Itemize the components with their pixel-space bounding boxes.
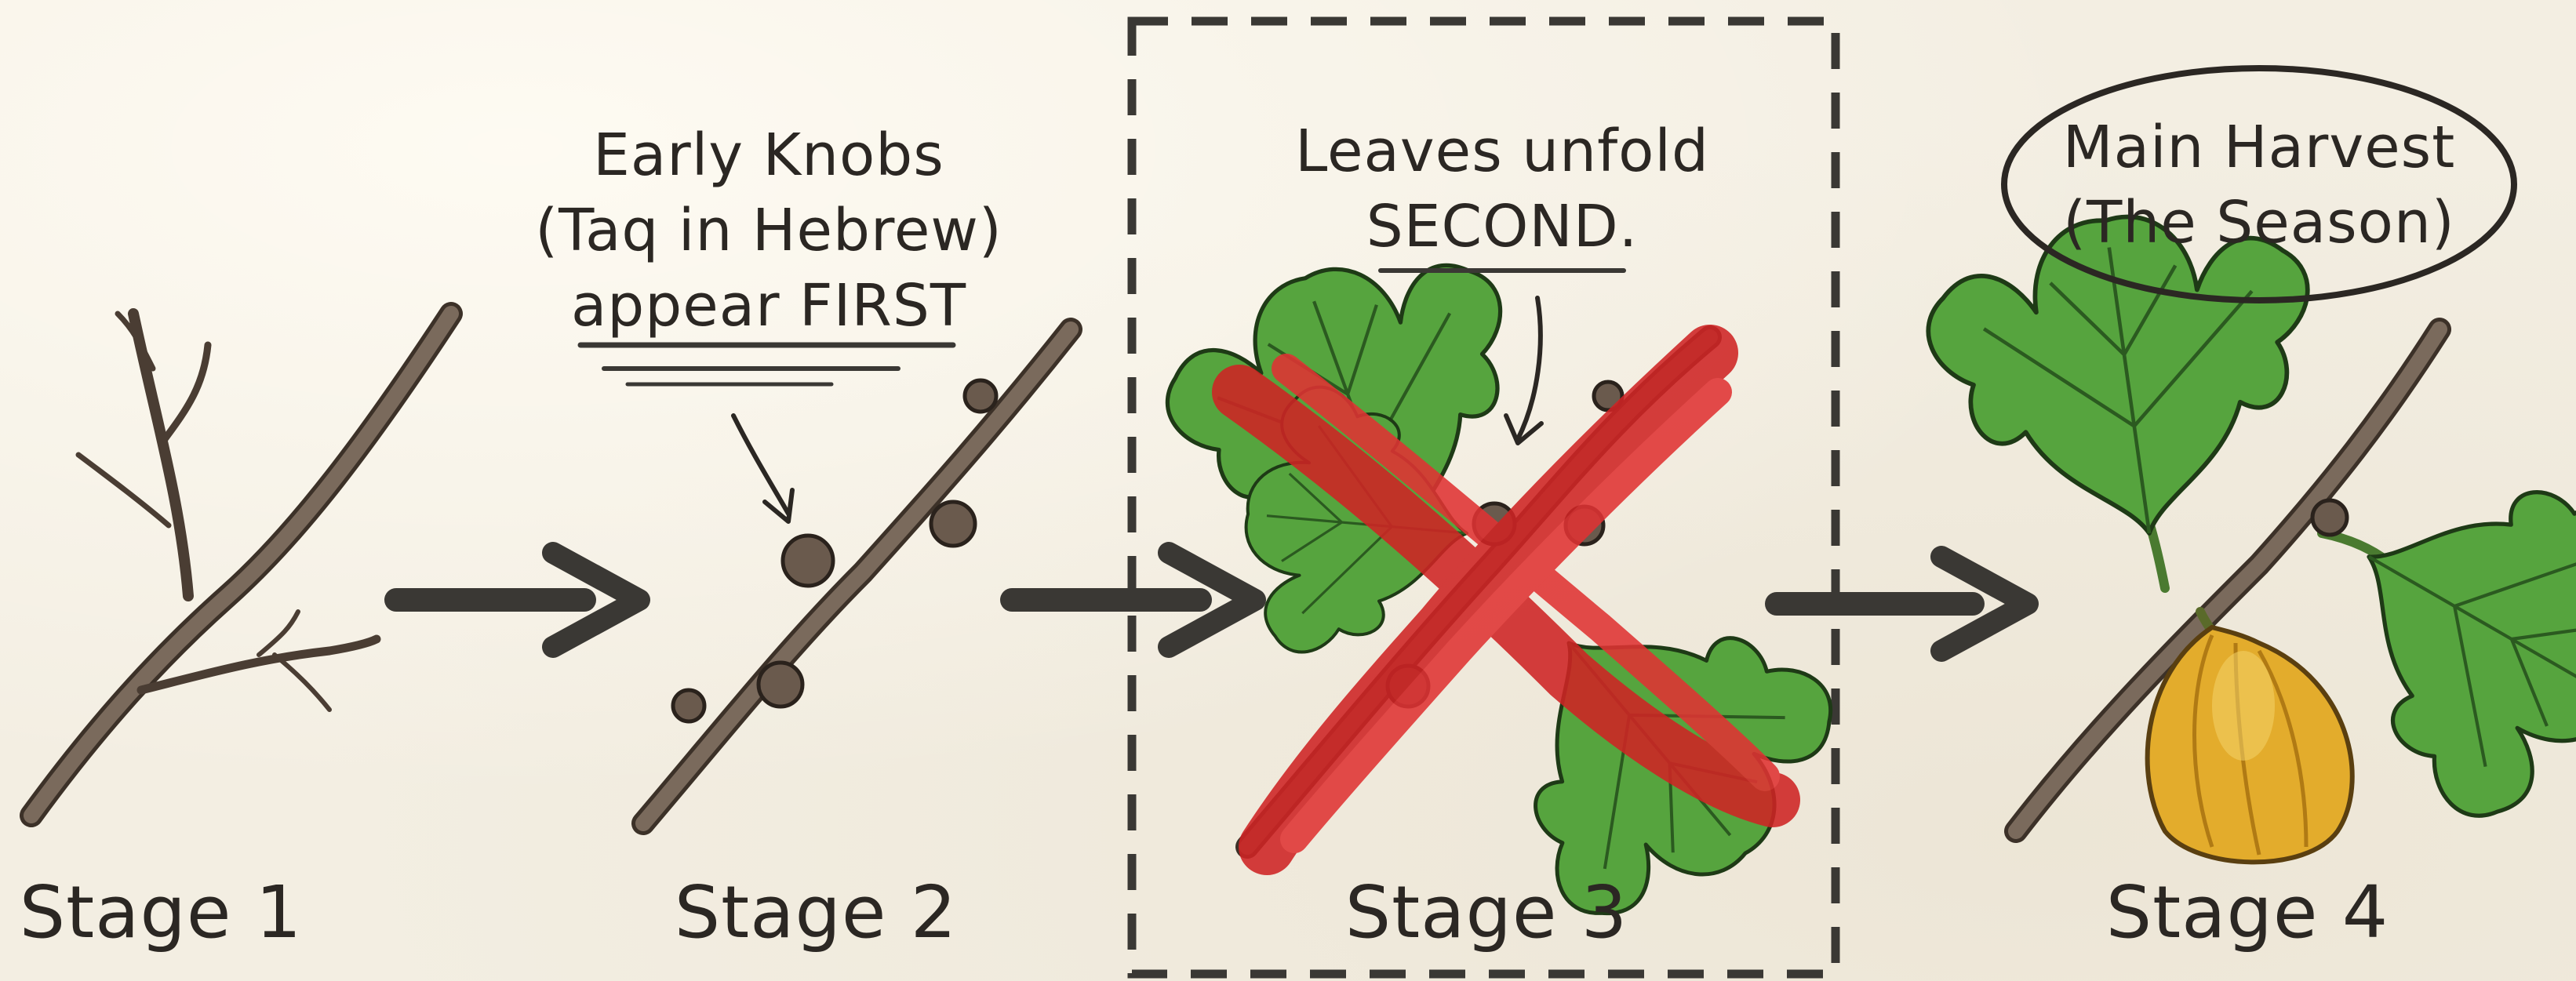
stage4-annotation-line1: Main Harvest [2062, 114, 2456, 181]
stage4-annotation-line2: (The Season) [2063, 189, 2455, 256]
arrow-right-icon [384, 542, 650, 658]
stage2-label: Stage 2 [674, 870, 958, 954]
stage2-annotation-line3: appear FIRST [570, 272, 967, 340]
stage3-annotation: Leaves unfold SECOND. [1295, 114, 1709, 264]
knobbed-branch-icon [577, 318, 1082, 835]
arrow-right-icon [1765, 546, 2039, 662]
stage3-label: Stage 3 [1344, 870, 1628, 954]
stage2-annotation-line1: Early Knobs [593, 122, 944, 189]
stage2-annotation-line2: (Taq in Hebrew) [535, 197, 1002, 264]
bare-branch-icon [20, 302, 463, 827]
stage4-label: Stage 4 [2105, 870, 2389, 954]
stage2-annotation: Early Knobs (Taq in Hebrew) appear FIRST [535, 118, 1002, 343]
highlight-box [1127, 16, 1840, 979]
fruiting-branch-icon [1916, 193, 2576, 865]
stage1-label: Stage 1 [19, 870, 303, 954]
arrow-right-icon [1000, 542, 1266, 658]
stage4-annotation: Main Harvest (The Season) [2063, 110, 2455, 260]
red-x-mark-icon [1212, 325, 1800, 875]
stage3-annotation-line1: Leaves unfold [1295, 118, 1709, 185]
stage3-annotation-line2: SECOND. [1366, 193, 1639, 260]
harvest-oval [2001, 65, 2517, 303]
